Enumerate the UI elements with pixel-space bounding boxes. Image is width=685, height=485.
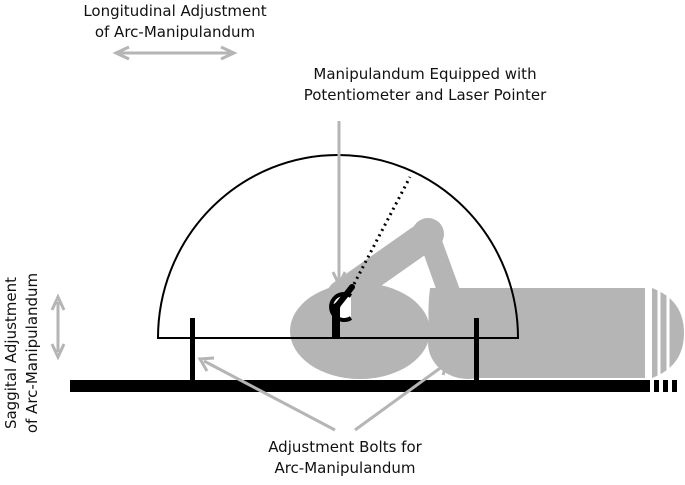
bolts-label-line-1: Adjustment Bolts for (268, 438, 422, 456)
figure-break-marks (648, 286, 670, 380)
bolts-label-line-2: Arc-Manipulandum (274, 459, 416, 477)
table-base (70, 380, 650, 392)
bolt-right (474, 318, 479, 382)
saggital-label-line-2: of Arc-Manipulandum (23, 272, 41, 434)
adjustment-bolts-label: Adjustment Bolts for Arc-Manipulandum (225, 437, 465, 479)
subject-knee (412, 218, 444, 250)
manipulandum-label-line-1: Manipulandum Equipped with (313, 65, 537, 83)
laser-beam (352, 176, 412, 285)
table-break-marks (654, 380, 677, 392)
saggital-label-line-1: Saggital Adjustment (2, 276, 20, 430)
subject-figure (290, 218, 684, 379)
manipulandum-label: Manipulandum Equipped with Potentiometer… (260, 64, 590, 106)
longitudinal-adjustment-label: Longitudinal Adjustment of Arc-Manipulan… (40, 1, 310, 43)
arc-frame (156, 154, 520, 339)
saggital-adjustment-label: Saggital Adjustment of Arc-Manipulandum (2, 233, 42, 473)
bolt-left (190, 318, 195, 382)
bolt-pointer-left (197, 356, 336, 432)
longitudinal-label-line-2: of Arc-Manipulandum (94, 23, 256, 41)
annotation-arrows (50, 45, 450, 432)
manipulandum-label-line-2: Potentiometer and Laser Pointer (303, 86, 547, 104)
longitudinal-arrow (112, 45, 238, 61)
manipulandum-lever (334, 284, 355, 309)
subject-pelvis (428, 307, 508, 379)
manipulandum-post (332, 304, 340, 338)
manipulandum-pivot (333, 302, 341, 310)
subject-leg-lower (327, 221, 441, 310)
saggital-arrow (50, 293, 66, 361)
longitudinal-label-line-1: Longitudinal Adjustment (83, 2, 267, 20)
manipulandum (329, 176, 412, 338)
manipulandum-pointer-arrow (331, 121, 347, 289)
subject-head (290, 283, 430, 379)
bolt-pointer-right (354, 361, 450, 432)
